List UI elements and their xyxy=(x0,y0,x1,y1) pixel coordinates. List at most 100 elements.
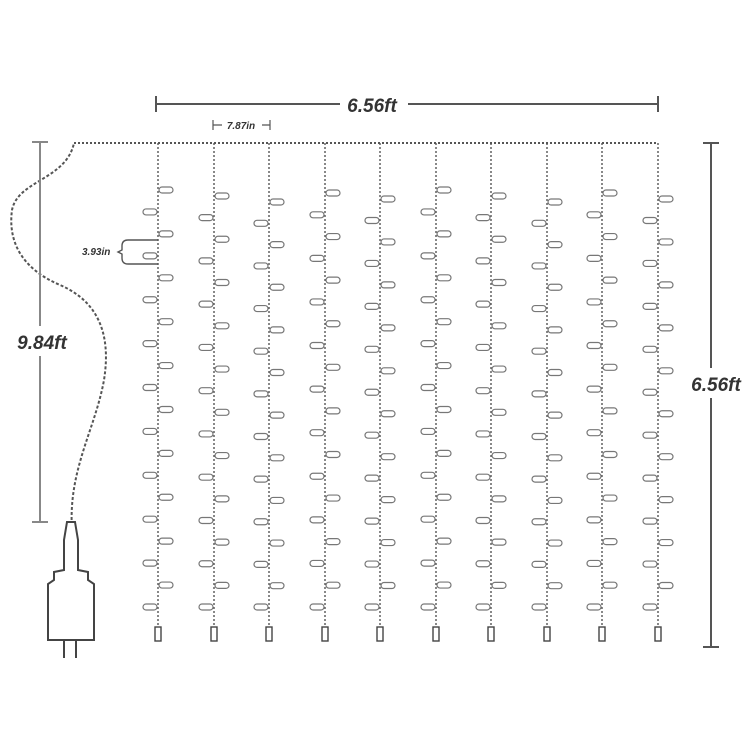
led-bulb xyxy=(380,496,396,504)
string-spacing-label: 7.87in xyxy=(227,121,255,132)
led-bulb xyxy=(158,405,174,414)
led-bulb xyxy=(325,538,341,546)
led-bulb xyxy=(547,368,563,377)
led-bulb xyxy=(198,300,214,308)
led-bulb xyxy=(214,365,230,373)
led-bulb xyxy=(436,581,452,589)
led-bulb xyxy=(602,276,618,284)
string-end-cap xyxy=(376,626,384,642)
led-bulb xyxy=(198,603,214,611)
led-bulb xyxy=(547,326,563,334)
curtain-height-label: 6.56ft xyxy=(691,375,741,396)
led-bulb xyxy=(436,493,452,501)
led-bulb xyxy=(642,345,658,353)
led-bulb xyxy=(475,214,491,222)
string-end-cap xyxy=(487,626,495,642)
led-bulb xyxy=(436,186,452,194)
led-bulb xyxy=(269,454,285,462)
led-bulb xyxy=(253,560,269,568)
led-bulb xyxy=(531,390,547,398)
led-bulb xyxy=(158,230,174,238)
led-bulb xyxy=(158,493,174,501)
led-bulb xyxy=(658,410,674,418)
led-bulb xyxy=(547,582,563,590)
led-bulb xyxy=(491,408,507,416)
led-bulb xyxy=(198,387,214,395)
light-strings xyxy=(142,143,674,642)
led-bulb xyxy=(547,241,563,249)
led-bulb xyxy=(325,581,341,589)
led-bulb xyxy=(436,361,452,370)
led-bulb xyxy=(325,189,341,197)
light-string xyxy=(142,143,174,642)
led-bulb xyxy=(602,407,618,415)
led-bulb xyxy=(420,252,436,260)
led-bulb xyxy=(269,198,285,206)
led-bulb xyxy=(602,189,618,197)
led-bulb xyxy=(380,195,396,203)
led-bulb xyxy=(269,368,285,377)
led-bulb xyxy=(214,581,230,589)
led-bulb xyxy=(602,538,618,546)
led-bulb xyxy=(269,582,285,590)
led-bulb xyxy=(142,559,158,567)
led-bulb xyxy=(642,560,658,568)
led-bulb xyxy=(380,281,396,289)
led-bulb xyxy=(420,340,436,348)
led-bulb xyxy=(602,450,618,459)
led-bulb xyxy=(269,539,285,547)
light-string xyxy=(642,143,674,642)
led-bulb xyxy=(325,363,341,371)
led-bulb xyxy=(642,517,658,525)
led-bulb xyxy=(158,186,174,194)
led-bulb xyxy=(491,581,507,589)
led-bulb xyxy=(420,471,436,479)
led-bulb xyxy=(214,278,230,287)
led-bulb xyxy=(658,281,674,289)
led-bulb xyxy=(420,559,436,567)
led-bulb xyxy=(531,219,547,227)
led-bulb xyxy=(142,340,158,348)
led-bulb xyxy=(420,427,436,436)
led-bulb xyxy=(420,515,436,523)
led-bulb xyxy=(642,259,658,268)
light-string xyxy=(309,143,341,642)
led-bulb xyxy=(325,232,341,241)
led-bulb xyxy=(642,431,658,439)
led-bulb xyxy=(531,262,547,270)
led-bulb xyxy=(491,322,507,330)
led-bulb xyxy=(380,538,396,547)
led-bulb xyxy=(658,538,674,547)
led-bulb xyxy=(642,603,658,611)
led-bulb xyxy=(547,283,563,291)
led-bulb xyxy=(420,603,436,611)
string-end-cap xyxy=(432,626,440,642)
led-bulb xyxy=(364,259,380,268)
led-bulb xyxy=(142,515,158,523)
led-bulb xyxy=(253,518,269,526)
led-bulb xyxy=(642,388,658,396)
led-bulb xyxy=(198,214,214,222)
led-bulb xyxy=(380,581,396,590)
led-bulb xyxy=(531,475,547,483)
led-bulb xyxy=(325,450,341,459)
led-bulb xyxy=(364,560,380,568)
led-bulb xyxy=(214,495,230,503)
led-bulb xyxy=(436,274,452,282)
led-bulb xyxy=(309,341,325,350)
plug xyxy=(47,521,95,658)
led-bulb xyxy=(325,407,341,415)
led-bulb xyxy=(658,496,674,504)
led-bulb xyxy=(214,538,230,546)
led-bulb xyxy=(198,343,214,352)
led-bulb xyxy=(158,537,174,545)
led-bulb xyxy=(214,408,230,416)
led-bulb xyxy=(658,581,674,590)
string-end-cap xyxy=(598,626,606,642)
led-bulb xyxy=(475,473,491,481)
string-end-cap xyxy=(265,626,273,642)
led-bulb xyxy=(586,298,602,306)
led-bulb xyxy=(531,603,547,611)
led-bulb xyxy=(198,560,214,568)
led-bulb xyxy=(142,603,158,611)
